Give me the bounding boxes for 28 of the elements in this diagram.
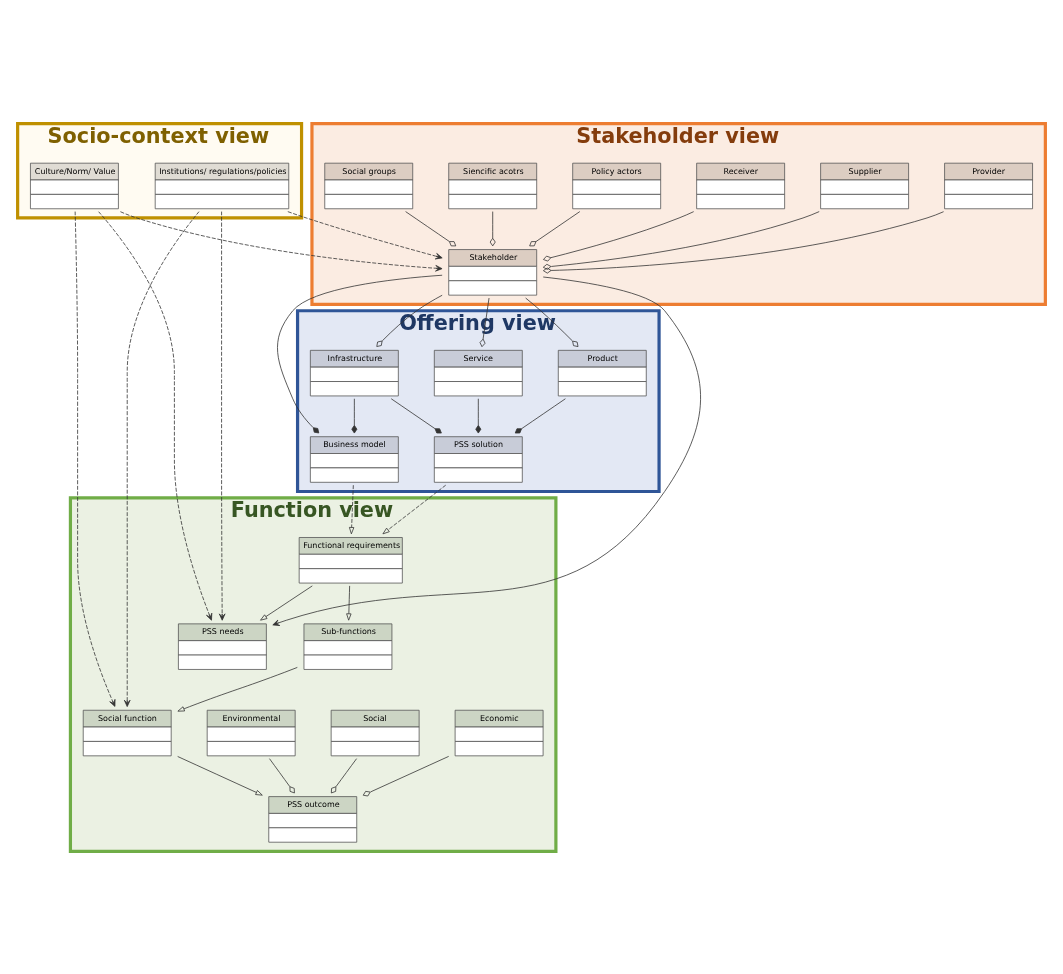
arrow <box>74 210 116 707</box>
arrow <box>218 210 226 621</box>
connector <box>376 294 443 347</box>
connector <box>390 397 442 433</box>
connector <box>277 274 443 433</box>
connector <box>405 210 457 246</box>
connector <box>514 397 566 433</box>
arrow <box>349 484 355 534</box>
arrow <box>120 210 443 272</box>
arrow <box>177 666 298 712</box>
connector <box>543 210 944 274</box>
connector <box>351 397 358 433</box>
arrow <box>177 755 263 796</box>
arrow <box>346 585 352 621</box>
arrow <box>287 210 443 259</box>
connector <box>529 210 581 246</box>
arrow <box>272 276 701 626</box>
connector <box>362 755 450 796</box>
connector <box>475 397 482 433</box>
arrow <box>123 210 200 707</box>
connector <box>543 210 695 261</box>
arrow <box>98 210 213 621</box>
connector <box>489 210 496 246</box>
arrow <box>260 585 313 621</box>
connector <box>269 757 295 793</box>
connector <box>542 210 820 270</box>
connector <box>330 757 357 793</box>
connector <box>479 297 490 347</box>
